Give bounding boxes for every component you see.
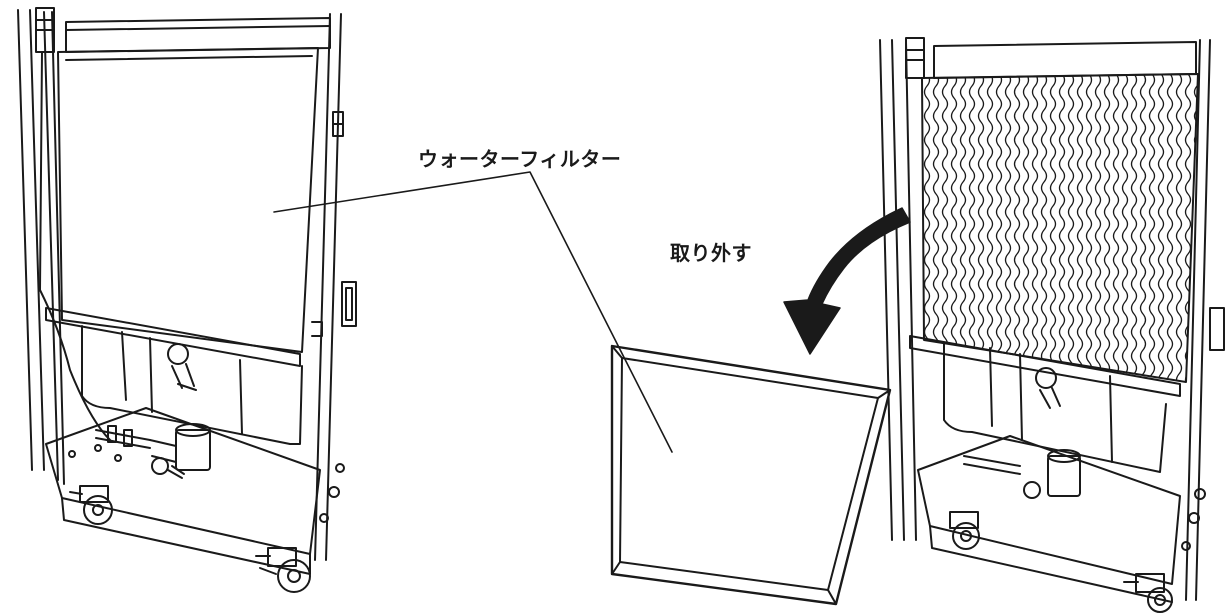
mesh-wave-line [995, 74, 1003, 382]
wavy-mesh-pattern [916, 74, 1198, 410]
mesh-wave-line [1103, 74, 1111, 382]
mesh-wave-line [1139, 74, 1147, 382]
mesh-wave-line [916, 74, 921, 410]
mesh-wave-line [1067, 74, 1075, 382]
mesh-wave-line [1013, 74, 1021, 382]
mesh-wave-line [1148, 74, 1156, 382]
right-unit-illustration [879, 37, 1225, 613]
mesh-wave-line [1049, 74, 1057, 382]
mesh-wave-line [1085, 74, 1093, 382]
removed-filter-panel [610, 344, 892, 606]
mesh-wave-line [1004, 74, 1012, 382]
removal-arrow-icon [783, 207, 911, 355]
mesh-wave-line [1121, 74, 1129, 382]
mesh-wave-line [1040, 74, 1048, 382]
mesh-wave-line [1130, 74, 1138, 382]
remove-instruction-label: 取り外す [670, 241, 752, 265]
mesh-wave-line [932, 74, 940, 382]
mesh-wave-line [1166, 74, 1174, 382]
mesh-wave-line [950, 74, 958, 382]
mesh-wave-line [1157, 74, 1165, 382]
mesh-wave-line [1175, 74, 1183, 382]
water-filter-label: ウォーターフィルター [418, 147, 622, 171]
mesh-wave-line [1031, 74, 1039, 382]
mesh-wave-line [959, 74, 967, 382]
mesh-wave-line [1058, 74, 1066, 382]
left-unit-illustration [17, 7, 357, 593]
mesh-wave-line [1184, 74, 1192, 382]
mesh-wave-line [923, 74, 931, 382]
mesh-wave-line [1076, 74, 1084, 382]
mesh-wave-line [1112, 74, 1120, 382]
mesh-wave-line [1022, 74, 1030, 382]
mesh-wave-line [1094, 74, 1102, 382]
